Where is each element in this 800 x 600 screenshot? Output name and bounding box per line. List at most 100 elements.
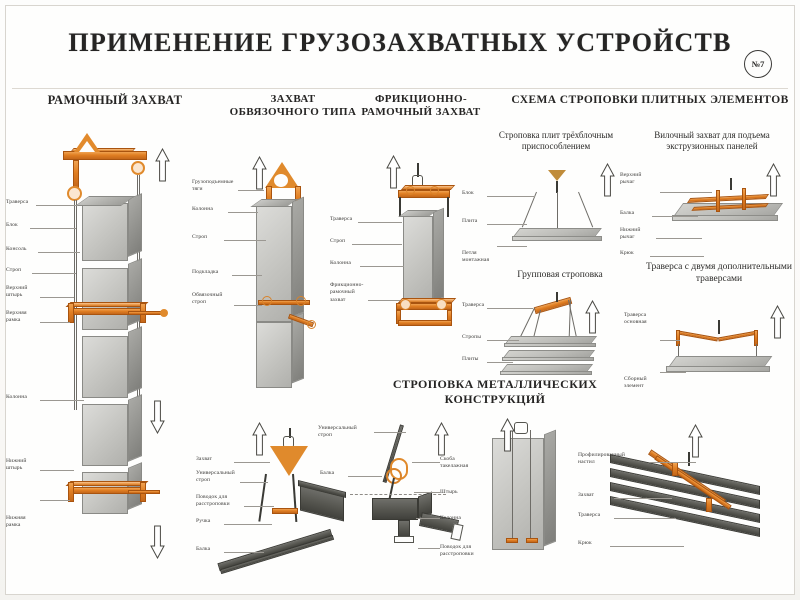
leader-line [40, 322, 70, 323]
leader-line [244, 506, 274, 507]
label-traversa: Траверса [6, 199, 29, 205]
label-kryuk: Крюк [620, 250, 634, 256]
label-block: Блок [462, 190, 474, 196]
arrow-up-icon [386, 155, 401, 189]
leader-line [660, 192, 712, 193]
label-main-traverse: Траверса основная [624, 312, 647, 326]
label-assembly-element: Сборный элемент [624, 376, 647, 390]
leader-line [487, 308, 533, 309]
arrow-down-icon [150, 400, 165, 434]
leader-line [656, 238, 702, 239]
leader-line [234, 305, 262, 306]
label-plita: Плита [462, 218, 478, 224]
leader-line [652, 216, 698, 217]
leader-line [348, 476, 382, 477]
arrow-up-icon [434, 422, 449, 456]
header-divider [12, 88, 788, 89]
label-kolonna: Колонна [440, 515, 461, 521]
arrow-up-icon [500, 418, 515, 452]
leader-line [228, 212, 258, 213]
label-ruchka: Ручка [196, 518, 211, 524]
leader-line [412, 462, 440, 463]
subsection-heading-group-slinging: Групповая строповка [517, 270, 603, 280]
leader-line [358, 222, 402, 223]
label-balka: Балка [320, 470, 335, 476]
label-profiled-decking: Профилированный настил [578, 452, 625, 466]
arrow-down-icon [150, 525, 165, 559]
leader-line [374, 432, 406, 433]
leader-line [352, 244, 402, 245]
leader-line [487, 196, 535, 197]
label-plity: Плиты [462, 356, 479, 362]
section-heading-slab-slinging: СХЕМА СТРОПОВКИ ПЛИТНЫХ ЭЛЕМЕНТОВ [511, 94, 789, 106]
label-strop: Строп [192, 234, 208, 240]
leader-line [660, 340, 680, 341]
subsection-heading-fork-grip: Вилочный захват для подъема экструзионны… [654, 130, 770, 152]
section-heading-metal-slinging: СТРОПОВКА МЕТАЛЛИЧЕСКИХ КОНСТРУКЦИЙ [392, 377, 598, 406]
label-universal-sling: Универсальный строп [196, 470, 235, 484]
label-traversa: Траверса [462, 302, 485, 308]
subsection-heading-traverse: Траверса с двумя дополнительными траверс… [646, 262, 792, 284]
leader-line [614, 498, 672, 499]
label-release-lead: Поводок для расстроповки [196, 494, 230, 508]
label-balka: Балка [620, 210, 635, 216]
leader-line [660, 372, 686, 373]
leader-line [224, 240, 266, 241]
label-zahvat: Захват [196, 456, 213, 462]
label-universal-sling: Универсальный строп [318, 425, 357, 439]
leader-line [40, 297, 74, 298]
label-lower-lever: Нижний рычаг [620, 227, 641, 241]
leader-line [416, 518, 440, 519]
label-tie-sling: Обвязочный строп [192, 292, 223, 306]
label-kolonna: Колонна [6, 394, 27, 400]
label-upper-frame: Верхняя рамка [6, 310, 27, 324]
leader-line [40, 470, 74, 471]
leader-line [32, 273, 76, 274]
section-heading-tie-grip: ЗАХВАТ ОБВЯЗОЧНОГО ТИПА [229, 93, 357, 119]
leader-line [414, 492, 440, 493]
label-lower-frame: Нижняя рамка [6, 515, 26, 529]
leader-line [368, 300, 400, 301]
arrow-up-icon [155, 148, 170, 182]
leader-line [360, 266, 404, 267]
label-upper-pin: Верхний штырь [6, 285, 28, 299]
page-title: ПРИМЕНЕНИЕ ГРУЗОЗАХВАТНЫХ УСТРОЙСТВ [68, 28, 732, 57]
leader-line [487, 224, 527, 225]
leader-line [40, 500, 70, 501]
leader-line [30, 228, 76, 229]
leader-line [487, 340, 519, 341]
label-kolonna: Колонна [192, 206, 213, 212]
label-zahvat: Захват [578, 492, 595, 498]
label-shtyr: Штырь [440, 489, 458, 495]
leader-line [40, 400, 84, 401]
leader-line [240, 482, 268, 483]
label-friction-frame-grip: Фрикционно- рамочный захват [330, 282, 364, 303]
leader-line [234, 462, 270, 463]
label-lower-pin: Нижний штырь [6, 458, 27, 472]
label-shackle: Скоба такелажная [440, 456, 469, 470]
arrow-up-icon [688, 424, 703, 458]
leader-line [36, 205, 78, 206]
leader-line [497, 246, 527, 247]
arrow-up-icon [585, 300, 600, 334]
subsection-heading-three-block: Строповка плит трёхблочным приспособлени… [498, 130, 614, 152]
leader-line [38, 252, 80, 253]
label-kryuk: Крюк [578, 540, 592, 546]
label-mounting-loop: Петля монтажная [462, 250, 490, 264]
label-balka: Балка [196, 546, 211, 552]
leader-line [487, 362, 513, 363]
leader-line [418, 548, 440, 549]
label-strop: Строп [330, 238, 346, 244]
label-strop: Строп [6, 267, 22, 273]
arrow-up-icon [600, 163, 615, 197]
label-lifting-rods: Грузоподъемные тяги [192, 179, 234, 193]
label-kolonna: Колонна [330, 260, 351, 266]
arrow-up-icon [770, 305, 785, 339]
leader-line [610, 546, 684, 547]
arrow-up-icon [252, 422, 267, 456]
label-traversa: Траверса [330, 216, 353, 222]
arrow-up-icon [252, 156, 267, 190]
arrow-up-icon [766, 163, 781, 197]
label-upper-lever: Верхний рычаг [620, 172, 642, 186]
